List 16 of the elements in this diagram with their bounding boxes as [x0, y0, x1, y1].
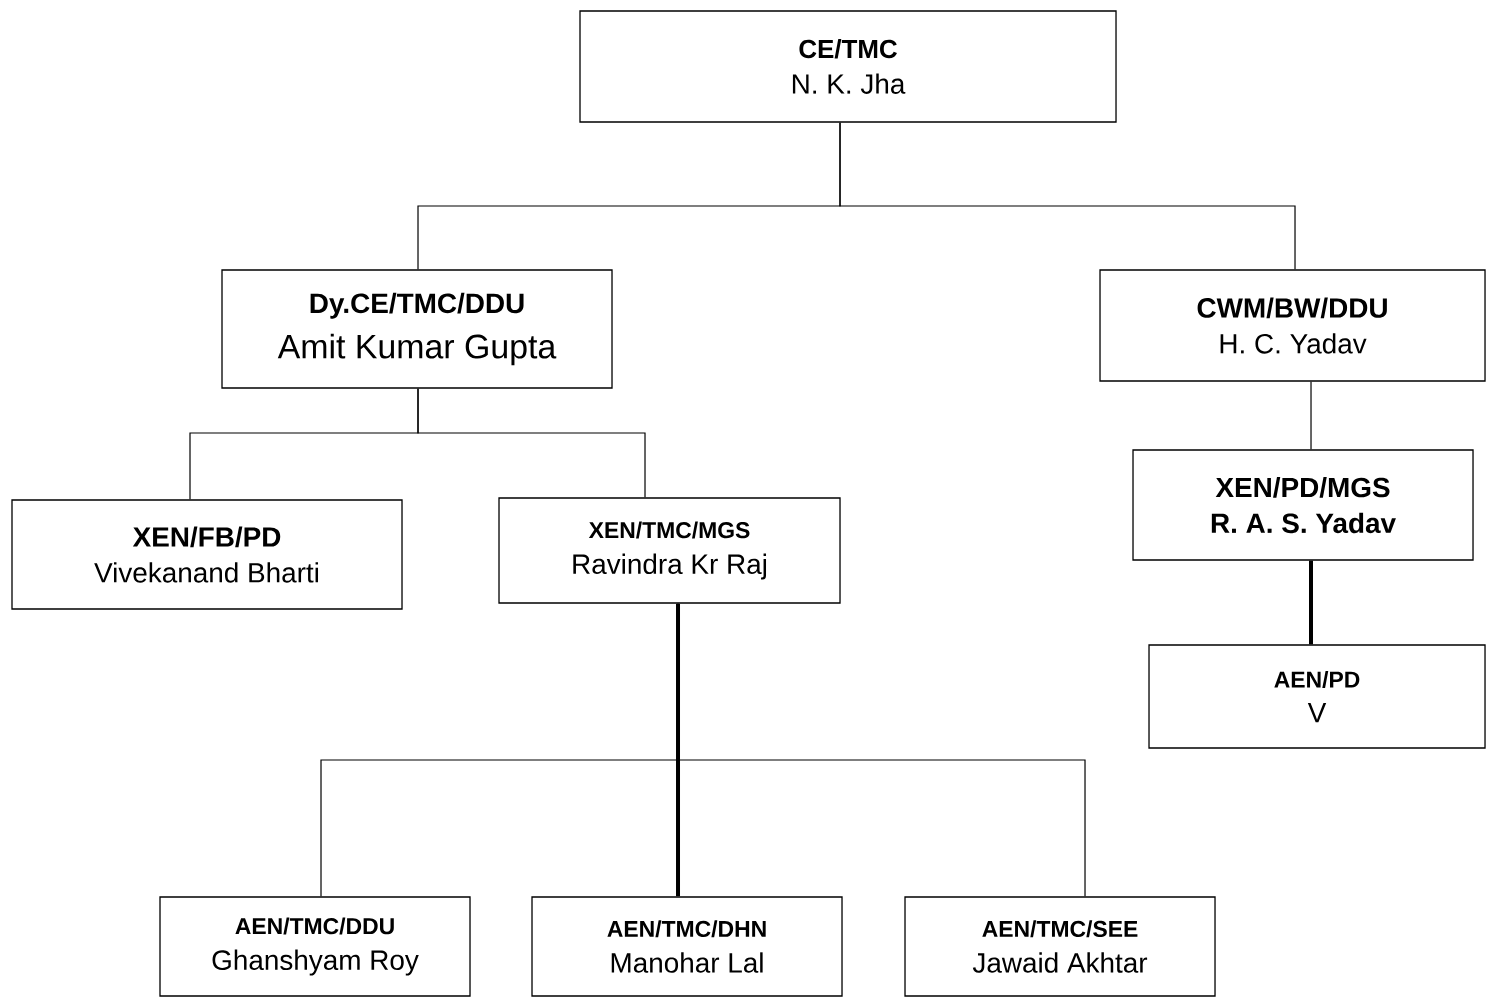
org-box: XEN/TMC/MGS Ravindra Kr Raj	[498, 497, 841, 604]
org-box: AEN/TMC/SEE Jawaid Akhtar	[904, 896, 1216, 997]
connector-line	[1310, 381, 1312, 450]
org-box: XEN/PD/MGS R. A. S. Yadav	[1132, 449, 1474, 561]
org-box: CWM/BW/DDU H. C. Yadav	[1099, 269, 1486, 382]
org-box: Dy.CE/TMC/DDU Amit Kumar Gupta	[221, 269, 613, 389]
connector-line	[676, 603, 680, 897]
org-box: AEN/TMC/DHN Manohar Lal	[531, 896, 843, 997]
connector-line	[417, 388, 646, 498]
org-box: XEN/FB/PD Vivekanand Bharti	[11, 499, 403, 610]
connector-line	[1309, 560, 1313, 645]
org-box: CE/TMC N. K. Jha	[579, 10, 1117, 123]
org-box: AEN/TMC/DDU Ghanshyam Roy	[159, 896, 471, 997]
connector-line	[677, 603, 1086, 897]
org-box: AEN/PD V	[1148, 644, 1486, 749]
connector-line	[839, 122, 1296, 270]
